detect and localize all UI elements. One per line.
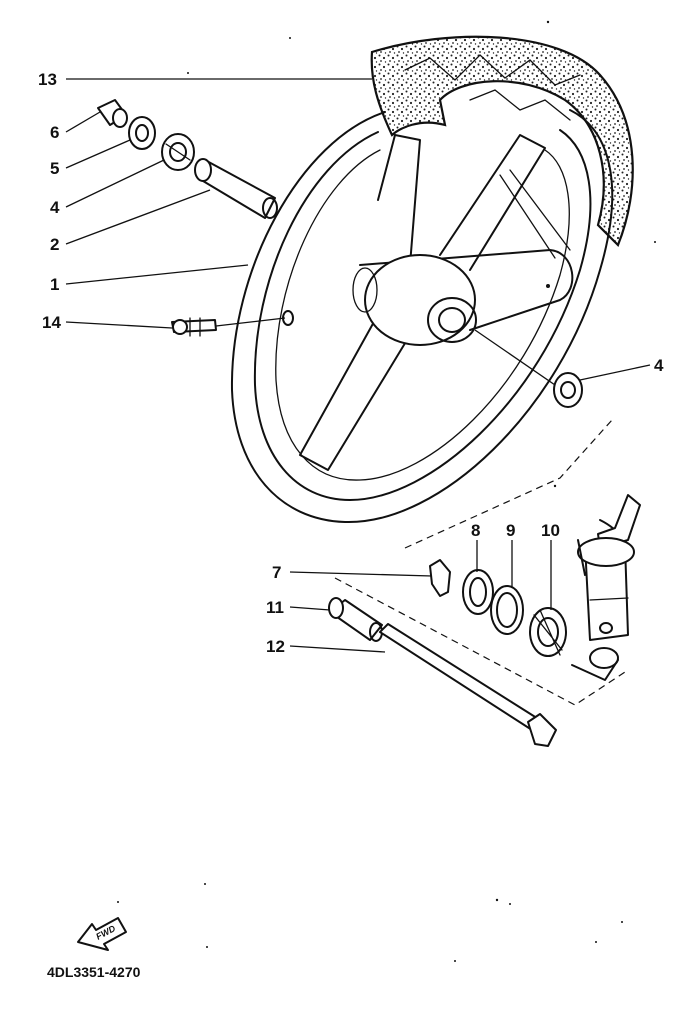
- oil-seal: [128, 116, 156, 150]
- spacer: [194, 158, 278, 219]
- callout-12: 12: [266, 637, 285, 656]
- fork-exploded-frame: [334, 577, 626, 706]
- callout-6: 6: [50, 123, 59, 142]
- callout-11: 11: [266, 598, 284, 617]
- callout-8: 8: [471, 521, 480, 540]
- callout-7: 7: [272, 563, 281, 582]
- ring-9: [490, 585, 524, 635]
- wheel-rim: [230, 109, 614, 524]
- bearing-right: [553, 372, 583, 408]
- tire-valve: [171, 317, 217, 337]
- tire: [370, 35, 634, 247]
- callout-4-left: 4: [50, 198, 60, 217]
- callout-4-right: 4: [654, 356, 664, 375]
- callout-2: 2: [50, 235, 59, 254]
- callout-9: 9: [506, 521, 515, 540]
- forward-arrow-icon: FWD: [77, 917, 127, 951]
- callout-1: 1: [50, 275, 59, 294]
- callout-10: 10: [541, 521, 560, 540]
- callout-13: 13: [38, 70, 57, 89]
- wheel-axle: [379, 623, 557, 747]
- drawing-code: 4DL3351-4270: [47, 964, 141, 980]
- gear-unit-10: [529, 607, 567, 657]
- collar-11: [328, 597, 383, 642]
- callout-5: 5: [50, 159, 59, 178]
- scan-specks: [117, 20, 656, 962]
- collar: [97, 99, 128, 128]
- callout-14: 14: [42, 313, 61, 332]
- wheel-exploded-frame: [404, 419, 613, 549]
- ring-8: [462, 569, 494, 615]
- bearing-left: [161, 133, 195, 171]
- washer-7: [429, 559, 451, 597]
- fork-leg: [571, 494, 641, 681]
